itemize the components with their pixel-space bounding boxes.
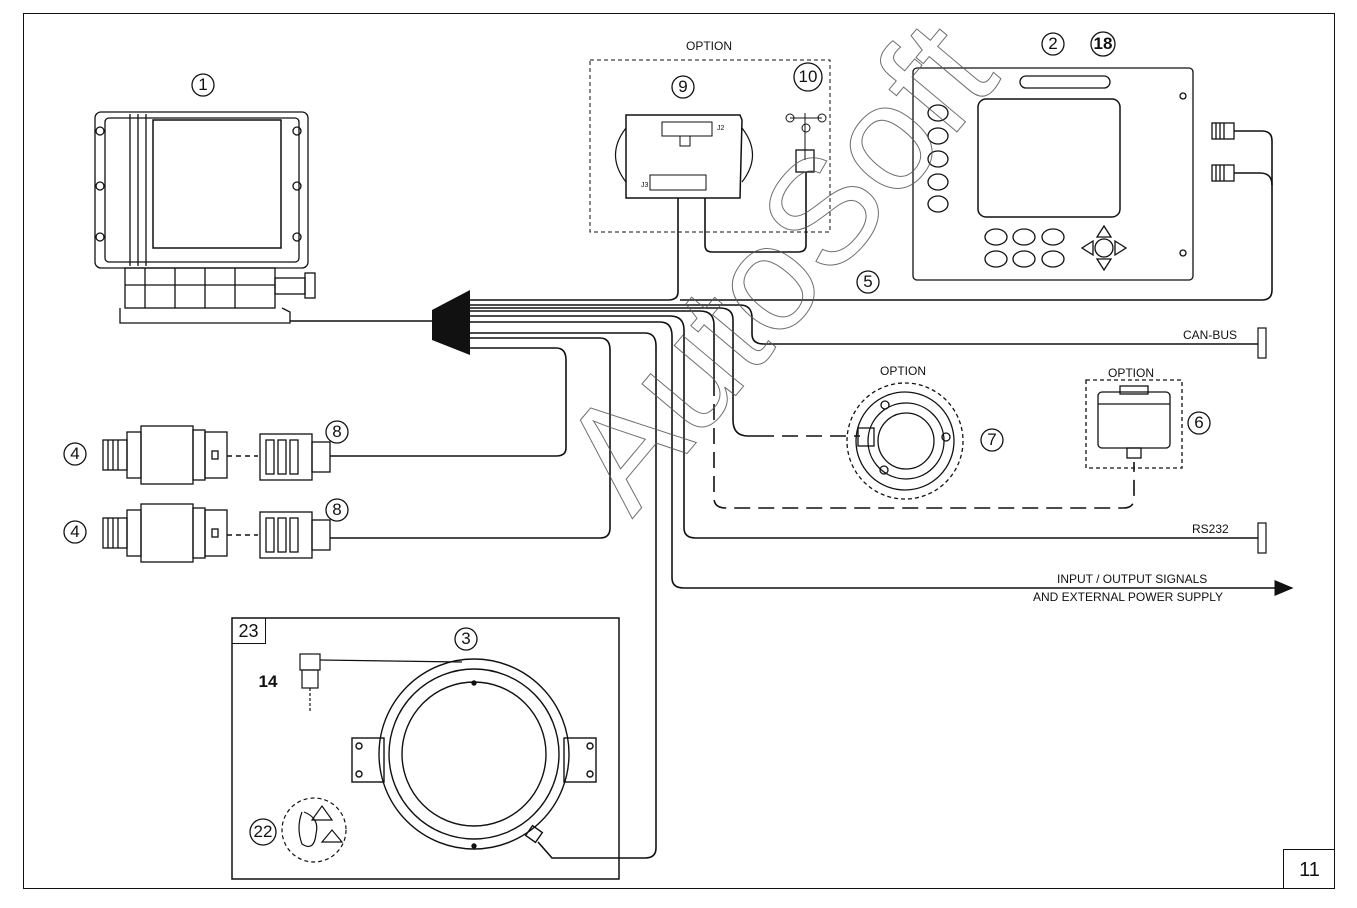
callout-9: 9 <box>678 77 688 96</box>
connector-j3-label: J3 <box>641 182 649 189</box>
callout-8-lower: 8 <box>332 500 342 519</box>
main-connector <box>432 290 470 355</box>
box-23-label: 23 <box>232 618 266 644</box>
callout-6: 6 <box>1194 413 1204 432</box>
power-supply-label: AND EXTERNAL POWER SUPPLY <box>1033 590 1224 604</box>
can-bus-label: CAN-BUS <box>1183 328 1238 342</box>
callout-18: 18 <box>1093 34 1113 53</box>
autosoft-watermark: AutoSoft <box>528 0 1027 540</box>
box-23 <box>231 617 620 880</box>
callout-1: 1 <box>198 75 208 94</box>
option-encoder-6 <box>1085 379 1183 469</box>
callout-22: 22 <box>253 822 273 841</box>
part-22-fittings <box>281 797 347 863</box>
callout-4-lower: 4 <box>70 522 80 541</box>
callout-7: 7 <box>987 430 997 449</box>
control-unit <box>94 111 316 324</box>
ring-sensor-3 <box>351 658 597 850</box>
callout-8-upper: 8 <box>332 422 342 441</box>
rs232-label: RS232 <box>1192 522 1229 536</box>
part-14-bracket <box>299 653 463 712</box>
diagram-frame <box>23 13 1335 889</box>
connector-8-lower <box>259 511 331 559</box>
option-label-top: OPTION <box>686 39 733 53</box>
option-label-7: OPTION <box>880 364 927 378</box>
connector-8-upper <box>259 433 331 481</box>
callout-14: 14 <box>258 672 278 691</box>
connector-j2-label: J2 <box>717 125 725 132</box>
option-box-top <box>589 59 831 253</box>
io-signals-label: INPUT / OUTPUT SIGNALS <box>1057 572 1208 586</box>
callout-3: 3 <box>461 629 471 648</box>
callout-10: 10 <box>798 67 818 86</box>
page-number: 11 <box>1283 849 1335 889</box>
sensor-4-upper <box>102 425 228 485</box>
display-terminal <box>912 67 1235 281</box>
callout-5: 5 <box>863 272 873 291</box>
callout-4-upper: 4 <box>70 444 80 463</box>
callout-2: 2 <box>1048 34 1058 53</box>
cables <box>330 304 1294 859</box>
option-sensor-7 <box>846 382 964 500</box>
option-label-6: OPTION <box>1108 366 1155 380</box>
sensor-4-lower <box>102 503 228 563</box>
